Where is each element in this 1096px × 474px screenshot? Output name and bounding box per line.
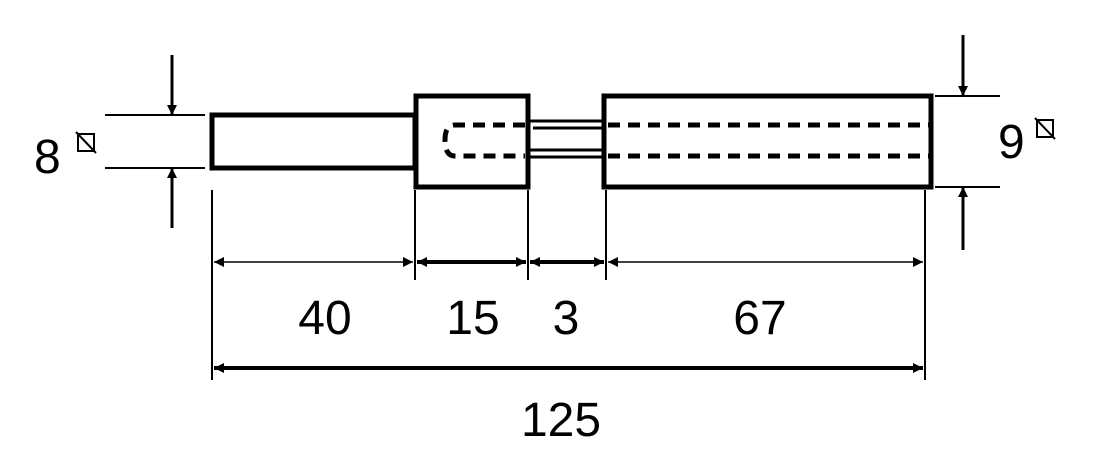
segment-length-1: 40 bbox=[298, 292, 351, 345]
segment-length-2: 15 bbox=[446, 292, 499, 345]
segment-length-3: 3 bbox=[553, 292, 580, 345]
right-diameter-value: 9 bbox=[998, 116, 1025, 169]
connecting-wires bbox=[528, 119, 604, 159]
segment-length-4: 67 bbox=[733, 292, 786, 345]
diameter-icon bbox=[1034, 117, 1056, 140]
total-length: 125 bbox=[521, 394, 601, 447]
right-tube bbox=[601, 93, 934, 190]
extension-lines bbox=[211, 190, 926, 380]
hidden-lines bbox=[442, 122, 930, 159]
right-diameter-dimension bbox=[935, 35, 1000, 250]
diameter-icon bbox=[75, 131, 97, 154]
segment-dimension-lines bbox=[214, 257, 923, 373]
left-diameter-dimension bbox=[105, 55, 205, 228]
connector-sleeve bbox=[413, 93, 531, 190]
left-rod bbox=[209, 112, 418, 171]
left-diameter-value: 8 bbox=[34, 131, 61, 184]
